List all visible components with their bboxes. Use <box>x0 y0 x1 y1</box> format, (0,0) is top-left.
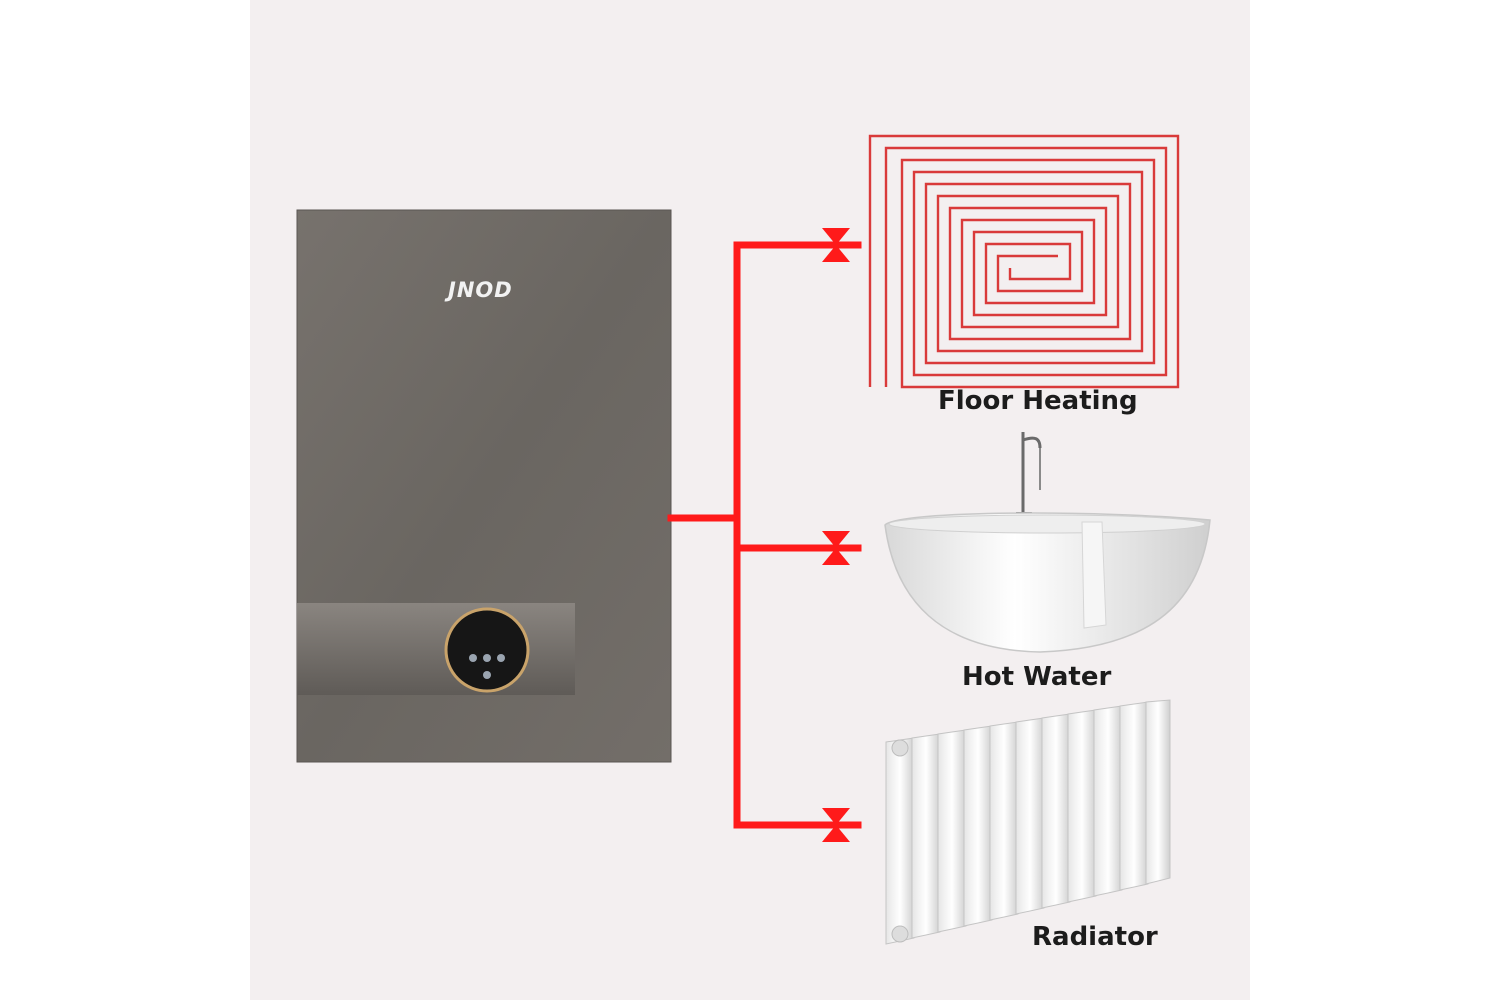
label-floor-heating: Floor Heating <box>938 386 1138 416</box>
bathtub-icon <box>884 432 1211 653</box>
heating-diagram <box>296 134 1211 945</box>
valve-hot-water <box>822 531 850 565</box>
supply-pipes <box>667 241 862 829</box>
valve-radiator <box>822 808 850 842</box>
diagram-canvas: JNOD Floor Heating Hot Water Radiator <box>250 0 1250 1000</box>
radiator-icon <box>885 699 1171 945</box>
label-radiator: Radiator <box>1032 922 1158 952</box>
control-dial[interactable] <box>444 607 530 693</box>
brand-logo-text: JNOD <box>448 278 513 302</box>
control-panel-band <box>297 603 575 695</box>
label-hot-water: Hot Water <box>962 662 1112 692</box>
floor-heating-coil-icon <box>868 134 1180 389</box>
boiler-unit <box>296 209 672 763</box>
valve-floor-heating <box>822 228 850 262</box>
